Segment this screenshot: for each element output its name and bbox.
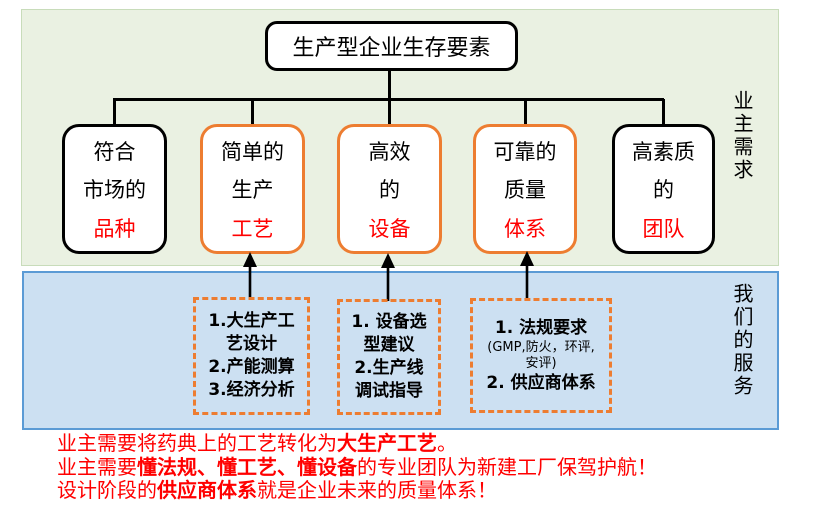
need-box-line: 的 xyxy=(653,178,674,202)
footer-text-segment-bold: 懂法规、懂工艺、懂设备 xyxy=(137,454,357,479)
footer-text-segment: 就是企业未来的质量体系！ xyxy=(257,478,497,502)
need-box-line: 的 xyxy=(379,178,400,202)
service-box-line: 2. 供应商体系 xyxy=(486,372,596,393)
service-box-line: 2.生产线 xyxy=(354,358,424,378)
service-box-line: 2.产能测算 xyxy=(208,357,295,377)
need-box-keyword: 体系 xyxy=(504,216,546,241)
footer-text-segment: 业主需要将药典上的工艺转化为 xyxy=(57,431,337,455)
need-box-equipment: 高效 的 设备 xyxy=(337,124,442,254)
arrow-up-icon xyxy=(520,251,534,299)
root-node-box: 生产型企业生存要素 xyxy=(265,21,518,71)
footer-note-line: 设计阶段的供应商体系就是企业未来的质量体系！ xyxy=(57,478,797,503)
service-box-line: 型建议 xyxy=(363,335,415,355)
service-box-process-design: 1.大生产工 艺设计 2.产能测算 3.经济分析 xyxy=(193,297,310,415)
need-box-process: 简单的 生产 工艺 xyxy=(200,124,305,254)
root-node-label: 生产型企业生存要素 xyxy=(292,36,491,61)
need-box-line: 高效 xyxy=(368,139,411,164)
need-box-line: 质量 xyxy=(504,178,546,202)
tree-stub-line xyxy=(388,99,391,125)
service-box-line: 3.经济分析 xyxy=(208,380,295,400)
our-services-label: 我们的服务 xyxy=(730,283,754,398)
need-box-line: 简单的 xyxy=(221,139,284,164)
footer-text-segment-bold: 供应商体系 xyxy=(157,478,257,502)
footer-text-segment: 业主需要 xyxy=(57,454,137,479)
service-box-line: 1. 设备选 xyxy=(351,312,427,332)
footer-text-segment: 。 xyxy=(437,431,457,455)
need-box-line: 生产 xyxy=(231,178,274,202)
footer-note-line: 业主需要懂法规、懂工艺、懂设备的专业团队为新建工厂保驾护航！ xyxy=(57,454,797,480)
arrow-up-icon xyxy=(243,252,257,299)
footer-text-segment: 的专业团队为新建工厂保驾护航！ xyxy=(357,454,657,479)
owner-needs-label: 业主需求 xyxy=(730,90,754,182)
footer-notes: 业主需要将药典上的工艺转化为大生产工艺。 业主需要懂法规、懂工艺、懂设备的专业团… xyxy=(57,431,797,503)
service-box-line: (GMP,防火，环评, xyxy=(487,339,595,355)
service-box-line: 艺设计 xyxy=(226,334,277,354)
service-box-regulations: 1. 法规要求 (GMP,防火，环评, 安评) 2. 供应商体系 xyxy=(470,298,612,413)
service-box-line: 1.大生产工 xyxy=(208,311,295,331)
footer-text-segment-bold: 大生产工艺 xyxy=(337,431,437,455)
need-box-team: 高素质 的 团队 xyxy=(612,124,715,254)
tree-stub-line xyxy=(662,99,665,125)
tree-stub-line xyxy=(524,99,527,125)
need-box-keyword: 品种 xyxy=(93,216,136,241)
need-box-line: 可靠的 xyxy=(493,139,557,164)
need-box-keyword: 设备 xyxy=(368,216,411,241)
service-box-equipment-selection: 1. 设备选 型建议 2.生产线 调试指导 xyxy=(337,299,441,415)
footer-text-segment: 设计阶段的 xyxy=(57,478,157,502)
need-box-line: 市场的 xyxy=(83,178,146,202)
arrow-up-icon xyxy=(381,253,395,301)
need-box-keyword: 工艺 xyxy=(231,216,274,241)
service-box-line: 安评) xyxy=(525,355,557,371)
service-box-line: 1. 法规要求 xyxy=(494,317,588,338)
tree-stem-line xyxy=(388,71,391,99)
need-box-keyword: 团队 xyxy=(642,216,685,241)
our-services-panel xyxy=(22,271,779,430)
service-box-line: 调试指导 xyxy=(355,381,423,401)
tree-stub-line xyxy=(113,99,116,125)
footer-note-line: 业主需要将药典上的工艺转化为大生产工艺。 xyxy=(57,431,797,456)
tree-stub-line xyxy=(251,99,254,125)
need-box-line: 符合 xyxy=(93,139,136,164)
need-box-line: 高素质 xyxy=(632,139,695,164)
need-box-variety: 符合 市场的 品种 xyxy=(62,124,167,254)
need-box-quality: 可靠的 质量 体系 xyxy=(473,124,577,254)
